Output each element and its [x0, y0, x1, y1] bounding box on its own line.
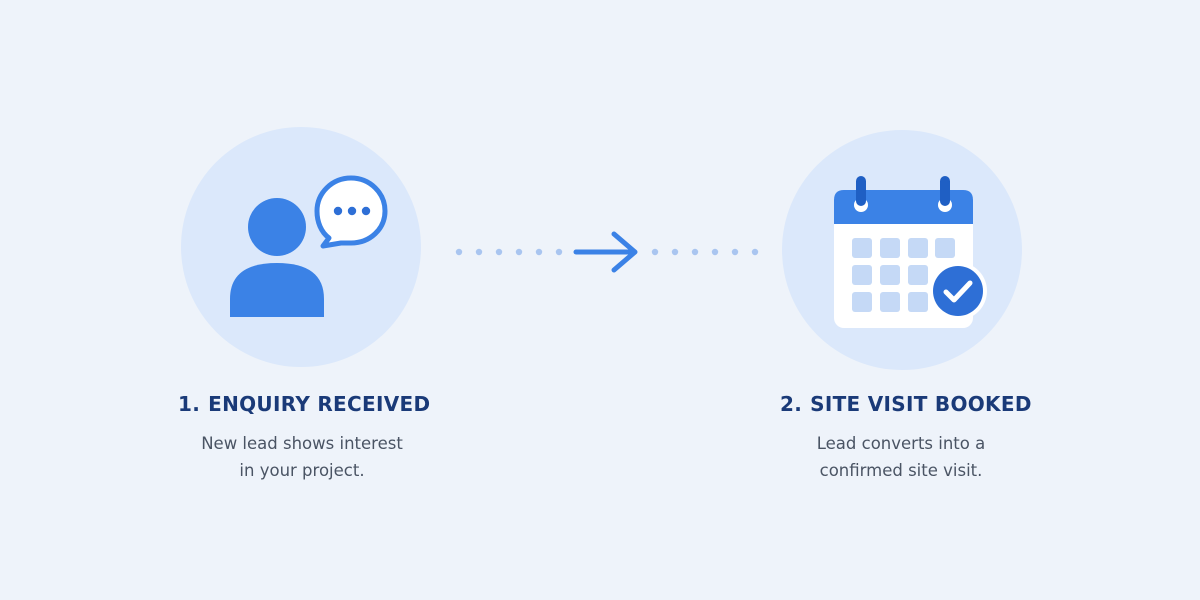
step-2-description: Lead converts into a confirmed site visi… — [771, 430, 1031, 484]
bubble-dot — [347, 206, 357, 216]
person-body — [230, 263, 324, 317]
step-connector — [455, 231, 759, 273]
step-1-circle — [181, 127, 421, 367]
step-1-label: ENQUIRY RECEIVED — [208, 392, 431, 416]
person-head — [248, 198, 306, 256]
step-2-label: SITE VISIT BOOKED — [810, 392, 1032, 416]
bubble-dot — [361, 206, 371, 216]
calendar-check-icon — [834, 176, 987, 328]
step-2-circle — [782, 130, 1022, 370]
calendar-header — [834, 190, 973, 224]
check-badge — [933, 266, 983, 316]
checkmark-icon — [943, 280, 973, 303]
step-1-title: 1. ENQUIRY RECEIVED — [178, 392, 430, 416]
step-2-desc-line: confirmed site visit. — [819, 461, 983, 480]
dotted-line-left — [455, 248, 563, 256]
step-1-description: New lead shows interest in your project. — [172, 430, 432, 484]
step-1-desc-line: in your project. — [239, 461, 365, 480]
person-chat-icon — [230, 175, 388, 317]
calendar-ring — [856, 176, 866, 206]
step-2-number: 2. — [780, 392, 803, 416]
arrow-right-icon — [573, 231, 638, 273]
step-1-number: 1. — [178, 392, 201, 416]
step-2-desc-line: Lead converts into a — [816, 434, 986, 453]
calendar-days — [852, 238, 955, 312]
bubble-dot — [333, 206, 343, 216]
calendar-ring — [940, 176, 950, 206]
step-2-title: 2. SITE VISIT BOOKED — [780, 392, 1032, 416]
step-1-desc-line: New lead shows interest — [201, 434, 403, 453]
dotted-line-right — [651, 248, 759, 256]
